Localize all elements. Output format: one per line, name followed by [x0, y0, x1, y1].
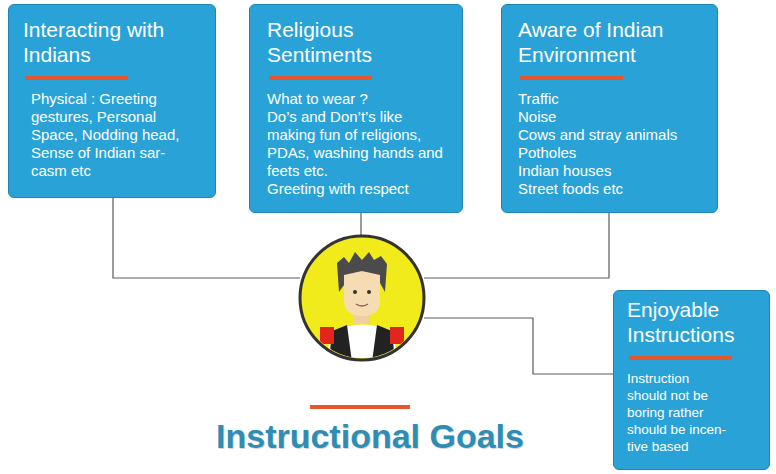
box-heading: Religious Sentiments	[267, 17, 454, 80]
leader-line	[360, 213, 361, 236]
leader-line	[424, 213, 609, 278]
goal-box: Enjoyable InstructionsInstruction should…	[613, 290, 770, 470]
avatar-face	[344, 272, 380, 316]
box-body: Noise	[518, 108, 703, 126]
box-body: What to wear ?	[267, 90, 449, 108]
box-body: Potholes	[518, 144, 703, 162]
avatar-shoulder	[320, 327, 334, 344]
box-body: Traffic	[518, 90, 703, 108]
box-body: Do’s and Don’t’s like making fun of reli…	[267, 108, 449, 180]
avatar-mouth	[356, 304, 368, 306]
box-body: Greeting with respect	[267, 180, 449, 198]
box-body: Indian houses	[518, 162, 703, 180]
box-body: Physical : Greeting gestures, Personal S…	[23, 90, 193, 180]
title-bar	[310, 405, 410, 409]
goal-box: Interacting with IndiansPhysical : Greet…	[8, 4, 216, 198]
avatar-shoulder	[390, 327, 404, 344]
box-body: Cows and stray animals	[518, 126, 703, 144]
avatar-hair	[337, 252, 387, 292]
goal-box: Aware of Indian EnvironmentTrafficNoiseC…	[501, 4, 718, 213]
avatar-shirt	[326, 325, 398, 363]
box-heading: Interacting with Indians	[23, 17, 207, 80]
leader-line	[424, 318, 613, 374]
diagram-title: Instructional Goals	[190, 416, 550, 456]
box-body: Instruction should not be boring rather …	[627, 370, 729, 455]
box-heading: Aware of Indian Environment	[518, 17, 709, 80]
box-body: Street foods etc	[518, 180, 703, 198]
box-heading: Enjoyable Instructions	[627, 297, 761, 360]
goal-box: Religious SentimentsWhat to wear ?Do’s a…	[249, 4, 463, 213]
avatar-eye	[353, 290, 357, 294]
avatar-eye	[367, 290, 371, 294]
